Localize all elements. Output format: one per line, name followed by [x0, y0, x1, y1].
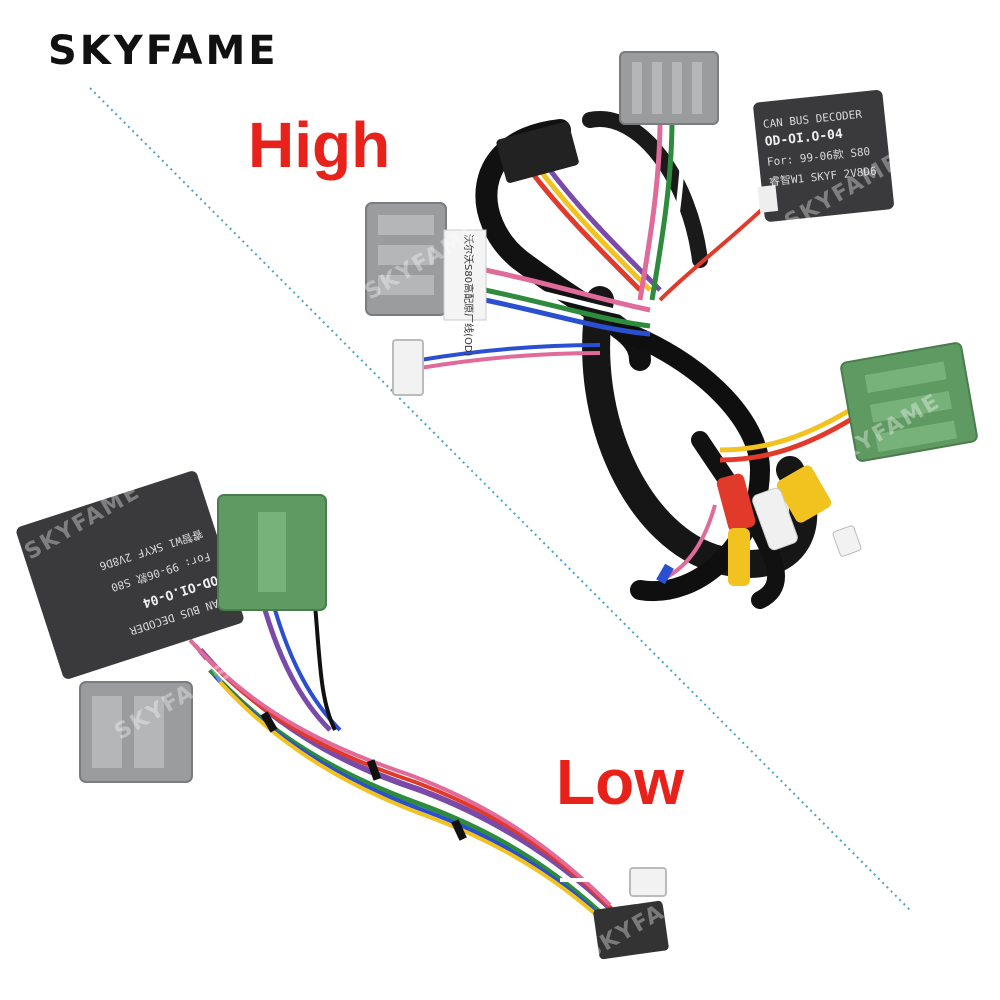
rca-red: [716, 473, 756, 532]
connector-tag: 沃尔沃S80高配原厂线(OD): [462, 234, 475, 357]
high-harness: 沃尔沃S80高配原厂线(OD) CAN BUS DECODER OD-OI.O-…: [365, 51, 978, 609]
high-white-plug-2: [832, 525, 862, 557]
low-black-connector: [593, 900, 669, 960]
low-decoder-box: CAN BUS DECODER OD-OI.O-04 For: 99-06款 S…: [16, 471, 244, 679]
high-black-connector: [496, 121, 579, 183]
blue-wire-end: [656, 563, 674, 585]
brand-logo: SKYFAME: [48, 28, 279, 74]
rca-yellow-2: [728, 528, 750, 586]
low-white-plug: [629, 867, 667, 897]
label-high: High: [248, 109, 391, 181]
label-low: Low: [556, 746, 684, 818]
low-harness: CAN BUS DECODER OD-OI.O-04 For: 99-06款 S…: [16, 471, 669, 960]
high-decoder-box: CAN BUS DECODER OD-OI.O-04 For: 99-06款 S…: [753, 89, 894, 222]
rca-yellow-1: [776, 465, 832, 523]
diagonal-divider: [89, 87, 913, 913]
high-white-plug: [392, 339, 424, 396]
rca-white: [752, 487, 798, 551]
